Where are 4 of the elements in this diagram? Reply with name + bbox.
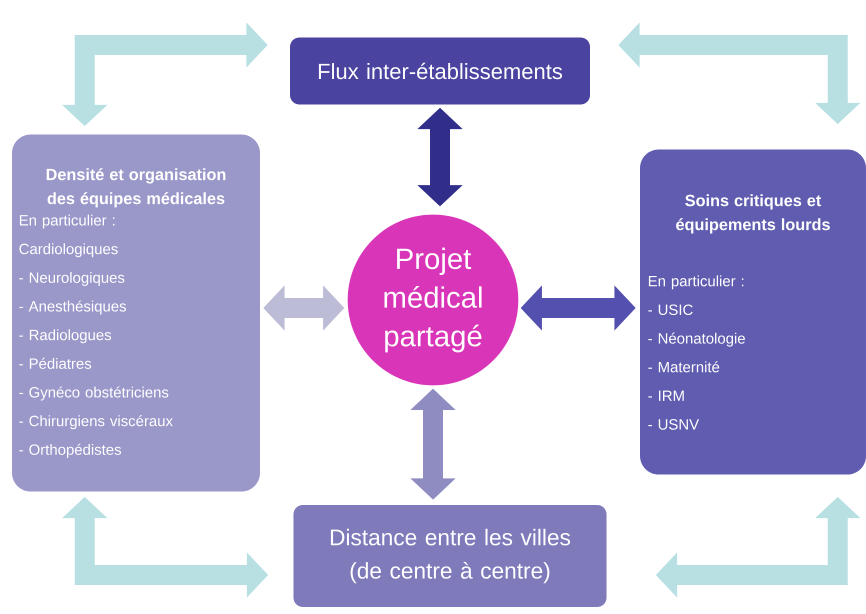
- topic-box: Soins critiques et équipements lourds En particulier : - USIC - Néonatologie - Maternité - IRM - USNV: [640, 149, 866, 475]
- topic-box: Distance entre les villes (de centre à centre): [293, 505, 607, 607]
- title-box: Flux inter-établissements: [290, 38, 590, 104]
- topic-box: Densité et organisation des équipes médicales En particulier : Cardiologiques - Neurologiques - Anesthésiques - Radiologues - Pédiatres - Gynéco obstétriciens - Chirurgiens viscéraux - Orthopédistes: [12, 134, 260, 492]
